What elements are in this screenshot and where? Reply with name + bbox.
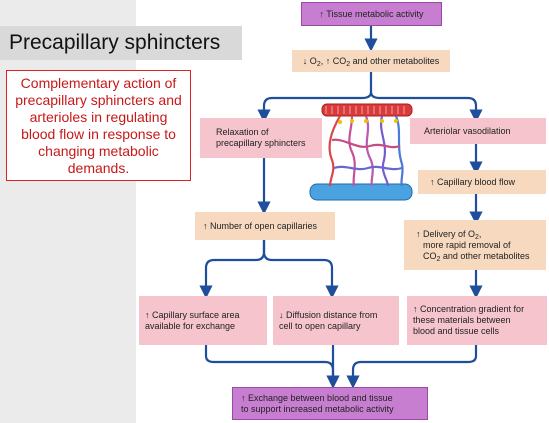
slide-title: Precapillary sphincters — [0, 26, 242, 60]
text-diffusion: ↓ Diffusion distance from cell to open c… — [279, 309, 378, 331]
arrow-open-diffusion — [262, 240, 339, 299]
box-metabolites: ↓ O2, ↑ CO2 and other metabolites — [292, 50, 450, 72]
text-surface-area: ↑ Capillary surface area available for e… — [145, 309, 240, 331]
box-open-capillaries: ↑ Number of open capillaries — [195, 212, 335, 240]
box-capillary-blood-flow: ↑ Capillary blood flow — [418, 170, 546, 194]
box-arteriolar-vasodilation: Arteriolar vasodilation — [410, 118, 546, 144]
text-capillary-blood-flow: ↑ Capillary blood flow — [430, 176, 516, 187]
text-gradient: ↑ Concentration gradient for these mater… — [413, 304, 525, 336]
arrow-right-branch — [369, 91, 483, 123]
text-metabolites: ↓ O2, ↑ CO2 and other metabolites — [302, 55, 440, 68]
arrow-left-branch — [257, 91, 373, 123]
arrow-surface-exchange — [204, 345, 340, 389]
box-concentration-gradient: ↑ Concentration gradient for these mater… — [407, 296, 547, 345]
text-relaxation: Relaxation of precapillary sphincters — [216, 127, 306, 148]
text-arteriolar-vasodilation: Arteriolar vasodilation — [424, 125, 511, 136]
box-diffusion-distance: ↓ Diffusion distance from cell to open c… — [273, 296, 399, 345]
box-capillary-surface-area: ↑ Capillary surface area available for e… — [139, 296, 267, 345]
text-open-capillaries: ↑ Number of open capillaries — [203, 220, 318, 231]
capillary-bed-illustration — [309, 103, 413, 201]
arrow-gradient-exchange — [346, 345, 478, 389]
box-tissue-metabolic-activity: ↑ Tissue metabolic activity — [301, 2, 442, 26]
text-tissue-metabolic-activity: ↑ Tissue metabolic activity — [319, 8, 424, 19]
arrow-open-surface — [199, 240, 266, 299]
callout-box: Complementary action of precapillary sph… — [6, 70, 191, 181]
box-relaxation-precapillary-sphincters: Relaxation of precapillary sphincters — [200, 118, 322, 158]
text-exchange: ↑ Exchange between blood and tissue to s… — [241, 392, 394, 414]
box-exchange: ↑ Exchange between blood and tissue to s… — [232, 387, 428, 420]
